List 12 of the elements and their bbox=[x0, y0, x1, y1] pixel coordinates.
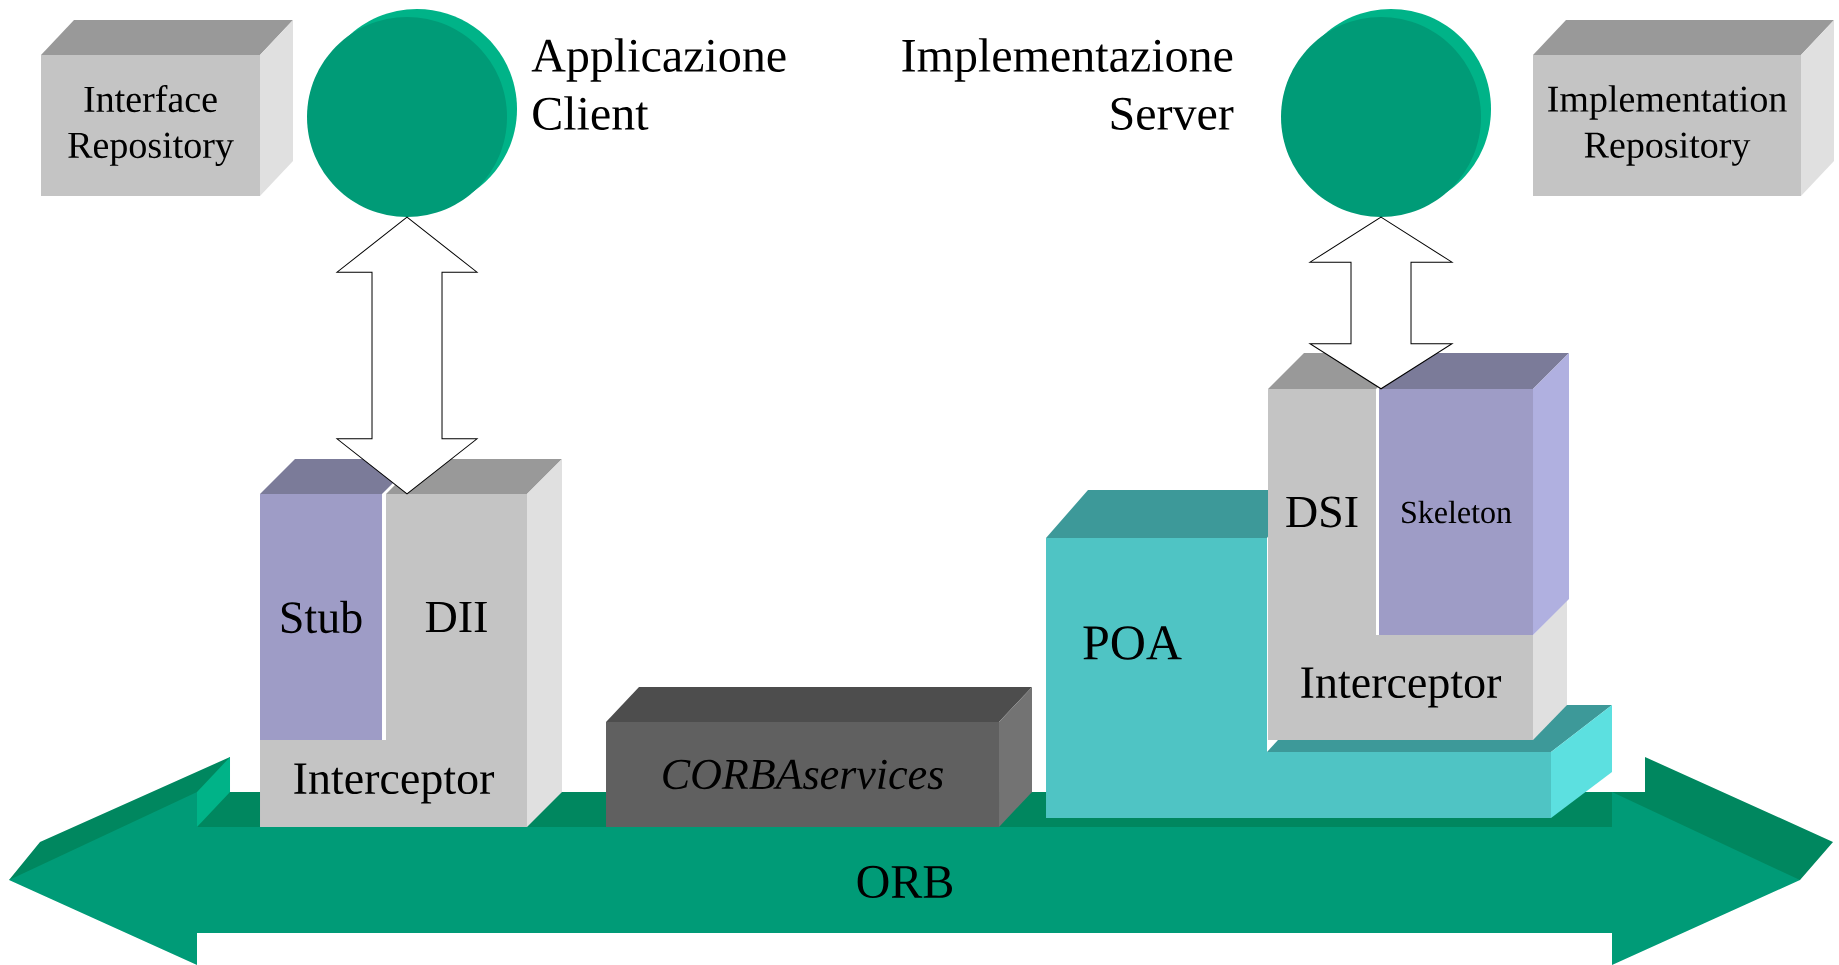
component-block: Interceptor bbox=[1268, 600, 1567, 740]
node-label: Implementazione Server bbox=[902, 38, 1234, 130]
component-block: Implementation Repository bbox=[1533, 20, 1834, 196]
component-block: Interceptor bbox=[260, 740, 527, 827]
node-label: DSI bbox=[1286, 496, 1358, 528]
component-block: Stub bbox=[260, 459, 417, 740]
double-arrow bbox=[336, 216, 478, 495]
component-block: Interface Repository bbox=[41, 20, 293, 196]
component-block: Skeleton bbox=[1379, 353, 1569, 635]
component-block: CORBAservices bbox=[606, 687, 1032, 827]
double-arrow bbox=[1309, 216, 1453, 390]
node-label: Applicazione Client bbox=[531, 38, 786, 130]
